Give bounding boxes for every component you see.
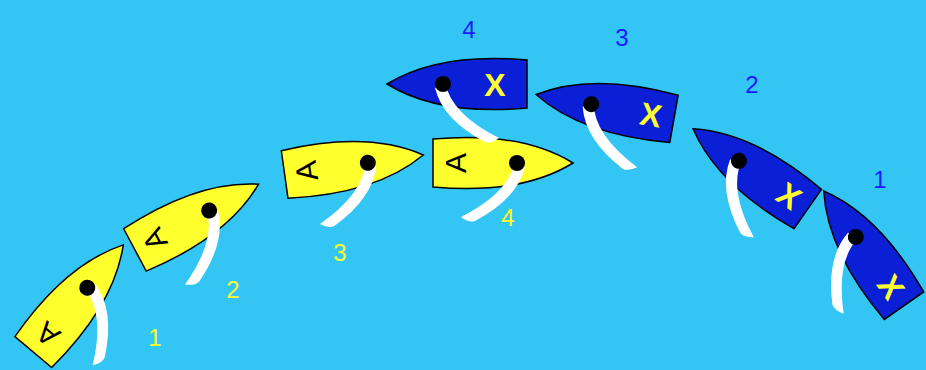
boat-x2 — [659, 108, 822, 257]
position-number: 3 — [333, 241, 346, 265]
boat-a3 — [281, 130, 431, 233]
position-number: 3 — [615, 26, 628, 50]
boat-x3 — [526, 69, 678, 176]
sail-letter: A — [441, 153, 471, 173]
position-number: 4 — [501, 206, 514, 230]
position-number: 1 — [873, 168, 886, 192]
sail-letter: A — [291, 159, 323, 183]
sail-letter: X — [484, 69, 505, 101]
position-number: 2 — [745, 73, 758, 97]
boat-a2 — [123, 162, 286, 302]
position-number: 2 — [226, 278, 239, 302]
position-number: 1 — [148, 326, 161, 350]
position-number: 4 — [462, 18, 475, 42]
boat-x4 — [387, 58, 527, 142]
